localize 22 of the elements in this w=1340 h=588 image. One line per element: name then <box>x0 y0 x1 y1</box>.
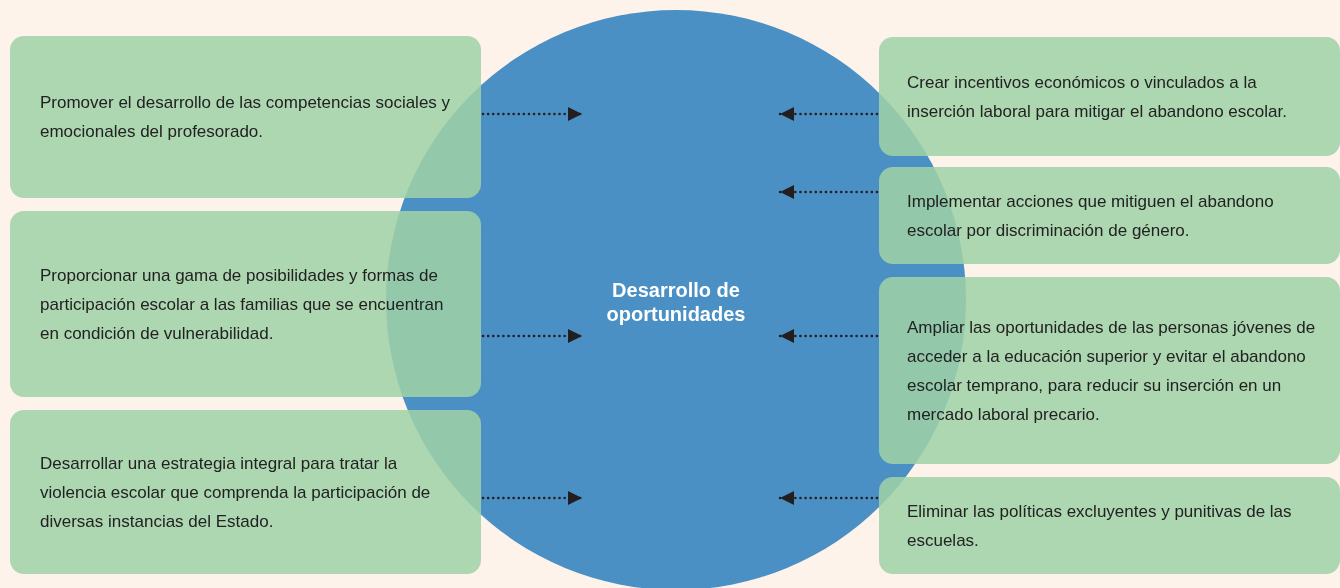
card-text: Eliminar las políticas excluyentes y punitivas de las escuelas. <box>907 500 1293 552</box>
dotted-arrow <box>778 491 879 505</box>
text-card <box>10 410 481 574</box>
text-card <box>10 36 481 198</box>
dotted-arrow <box>778 185 879 199</box>
text-card <box>879 477 1340 574</box>
card-text: Desarrollar una estrategia integral para tratar la violencia escolar que comprenda la participación de diversas instancias del Estado. <box>40 452 432 533</box>
hub-title: Desarrollo de oportunidades <box>605 278 747 326</box>
text-card <box>879 277 1340 464</box>
card-text: Proporcionar una gama de posibilidades y formas de participación escolar a las familias que se encuentran en condición de vulnerabilidad. <box>40 264 445 345</box>
card-text: Promover el desarrollo de las competencias sociales y emocionales del profesorado. <box>40 92 452 143</box>
card-text: Ampliar las oportunidades de las personas jóvenes de acceder a la educación superior y evitar el abandono escolar temprano, para reducir su inserción en un mercado laboral precario. <box>907 316 1317 426</box>
dotted-arrow <box>778 329 879 343</box>
dotted-arrow <box>481 107 584 121</box>
text-card <box>879 37 1340 156</box>
card-text: Crear incentivos económicos o vinculados a la inserción laboral para mitigar el abandono escolar. <box>907 71 1288 123</box>
text-card <box>879 167 1340 264</box>
text-card <box>10 211 481 397</box>
dotted-arrow <box>481 329 584 343</box>
dotted-arrow <box>778 107 879 121</box>
dotted-arrow <box>481 491 584 505</box>
card-text: Implementar acciones que mitiguen el abandono escolar por discriminación de género. <box>907 190 1275 242</box>
